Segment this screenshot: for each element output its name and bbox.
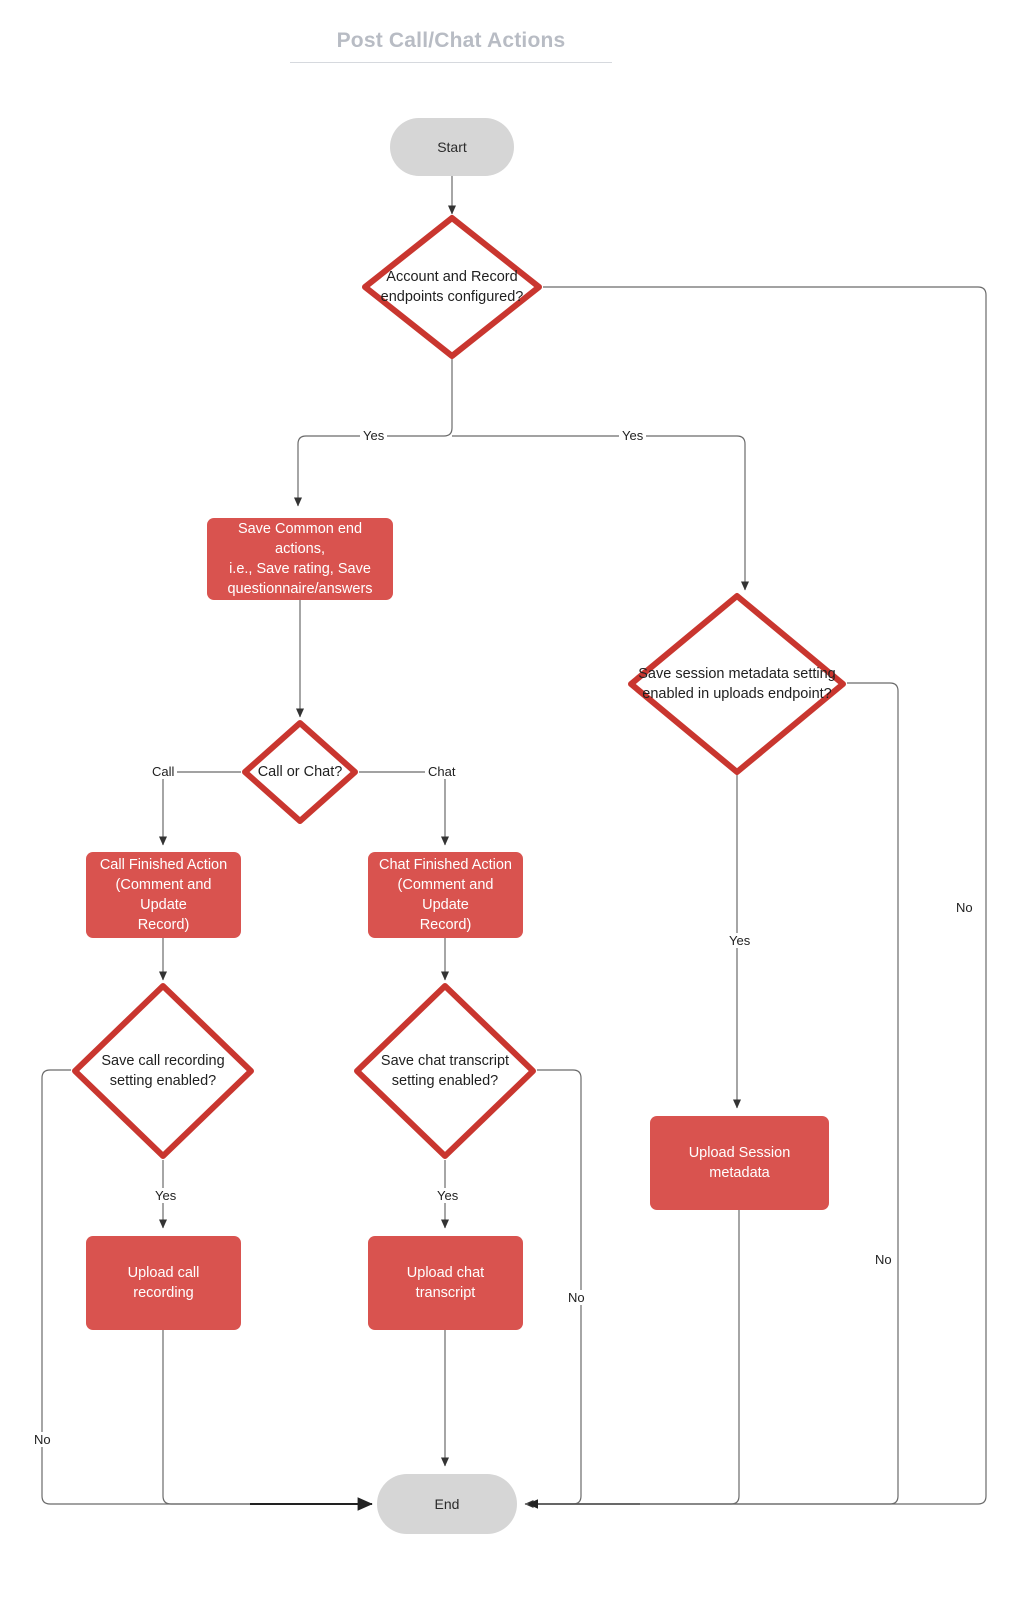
edge-label-no-endpoints: No — [953, 900, 976, 915]
edge-endpoints-yes-right — [452, 435, 750, 591]
edge-label-no-session-metadata: No — [872, 1252, 895, 1267]
node-decision-call-or-chat-label: Call or Chat? — [257, 764, 343, 780]
page-title: Post Call/Chat Actions — [336, 29, 566, 52]
edge-label-yes-left: Yes — [360, 428, 388, 443]
chart-title-block: Post Call/Chat Actions — [290, 28, 612, 63]
node-decision-endpoints-label: Account and Record endpoints configured? — [380, 269, 524, 305]
node-process-upload-session-metadata[interactable]: Upload Session metadata — [650, 1116, 829, 1210]
node-end-label: End — [434, 1496, 460, 1512]
edge-sessmeta-no — [525, 682, 899, 1505]
node-process-call-finished-action[interactable]: Call Finished Action (Comment and Update… — [86, 852, 241, 938]
node-process-chat-finished-action[interactable]: Chat Finished Action (Comment and Update… — [368, 852, 523, 938]
edge-label-no-chat-transcript: No — [565, 1290, 588, 1305]
diamond-shape — [242, 720, 358, 824]
edge-endpoints-yes-left — [293, 427, 453, 507]
node-process-chat-finished-label: Chat Finished Action (Comment and Update… — [379, 857, 512, 933]
edge-callrec-no — [41, 1069, 370, 1505]
edge-upmeta-to-end — [525, 1210, 740, 1505]
node-process-upload-call-recording-label: Upload call recording — [127, 1265, 200, 1301]
node-decision-save-call-recording-label: Save call recording setting enabled? — [101, 1053, 225, 1089]
node-start-label: Start — [437, 139, 467, 155]
edge-endpoints-no — [524, 286, 987, 1509]
title-divider — [290, 62, 612, 63]
edge-label-yes-chat-transcript: Yes — [434, 1188, 462, 1203]
edge-label-yes-session-metadata: Yes — [726, 933, 754, 948]
diamond-shape — [72, 983, 254, 1159]
node-decision-save-chat-transcript-label: Save chat transcript setting enabled? — [380, 1053, 510, 1089]
diamond-shape — [354, 983, 536, 1159]
node-decision-save-session-metadata-label: Save session metadata setting enabled in… — [638, 666, 836, 702]
edge-callchat-call — [158, 771, 241, 846]
edge-upcall-to-end — [162, 1330, 370, 1505]
node-process-upload-chat-transcript[interactable]: Upload chat transcript — [368, 1236, 523, 1330]
node-start[interactable]: Start — [390, 118, 514, 176]
edge-callchat-chat — [359, 771, 450, 846]
edge-label-chat: Chat — [425, 764, 459, 779]
node-decision-save-session-metadata[interactable]: Save session metadata setting enabled in… — [627, 592, 847, 776]
node-process-upload-chat-transcript-label: Upload chat transcript — [406, 1265, 485, 1301]
node-decision-call-or-chat[interactable]: Call or Chat? — [241, 719, 359, 825]
node-end[interactable]: End — [377, 1474, 517, 1534]
node-process-upload-call-recording[interactable]: Upload call recording — [86, 1236, 241, 1330]
diamond-shape — [362, 215, 542, 359]
edge-label-yes-call-recording: Yes — [152, 1188, 180, 1203]
node-decision-save-chat-transcript[interactable]: Save chat transcript setting enabled? — [353, 982, 537, 1160]
node-process-upload-session-metadata-label: Upload Session metadata — [688, 1145, 791, 1181]
edge-label-call: Call — [149, 764, 178, 779]
node-decision-save-call-recording[interactable]: Save call recording setting enabled? — [71, 982, 255, 1160]
node-process-save-common-label: Save Common end actions, i.e., Save rati… — [227, 521, 373, 597]
edge-label-no-call-recording: No — [31, 1432, 54, 1447]
node-process-call-finished-label: Call Finished Action (Comment and Update… — [99, 857, 228, 933]
edge-label-yes-right: Yes — [619, 428, 647, 443]
node-process-save-common-end-actions[interactable]: Save Common end actions, i.e., Save rati… — [207, 518, 393, 600]
diamond-shape — [628, 593, 846, 775]
node-decision-endpoints-configured[interactable]: Account and Record endpoints configured? — [361, 214, 543, 360]
